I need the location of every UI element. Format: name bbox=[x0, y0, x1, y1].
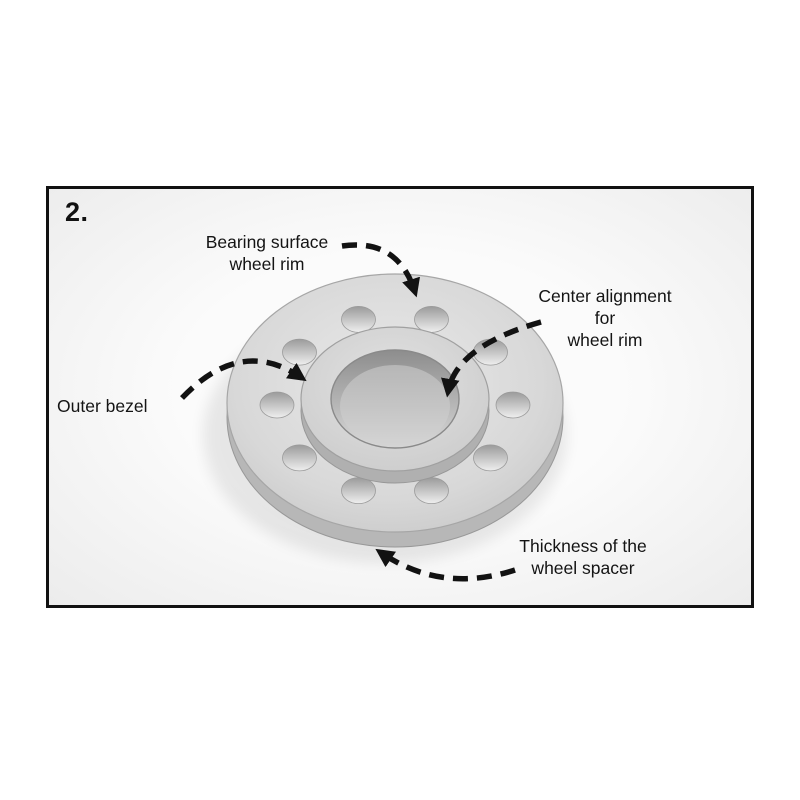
outer-bezel-label: Outer bezel bbox=[57, 396, 148, 416]
arrow-center-alignment bbox=[441, 319, 542, 398]
arrow-thickness bbox=[375, 548, 516, 582]
bolt-hole bbox=[341, 477, 376, 505]
step-number: 2. bbox=[65, 197, 89, 227]
thickness-label: Thickness of the wheel spacer bbox=[519, 536, 647, 579]
bolt-hole bbox=[341, 305, 376, 333]
bolt-hole bbox=[259, 391, 295, 419]
annotation-arrows bbox=[180, 242, 542, 582]
wheel-spacer-illustration bbox=[180, 242, 567, 582]
diagram-frame: 2. Bearing surface wheel rim Center alig… bbox=[46, 186, 754, 608]
bolt-hole-ring bbox=[259, 305, 531, 505]
arrow-bearing-surface bbox=[341, 242, 420, 298]
bolt-hole bbox=[473, 444, 508, 472]
bolt-hole bbox=[414, 477, 449, 505]
bolt-hole bbox=[282, 444, 317, 472]
center-bore-floor bbox=[340, 365, 450, 447]
bolt-hole bbox=[282, 338, 317, 366]
bolt-hole bbox=[414, 305, 449, 333]
center-alignment-label: Center alignment for wheel rim bbox=[538, 286, 672, 351]
bearing-surface-label: Bearing surface wheel rim bbox=[205, 232, 329, 275]
bolt-hole bbox=[495, 391, 531, 419]
